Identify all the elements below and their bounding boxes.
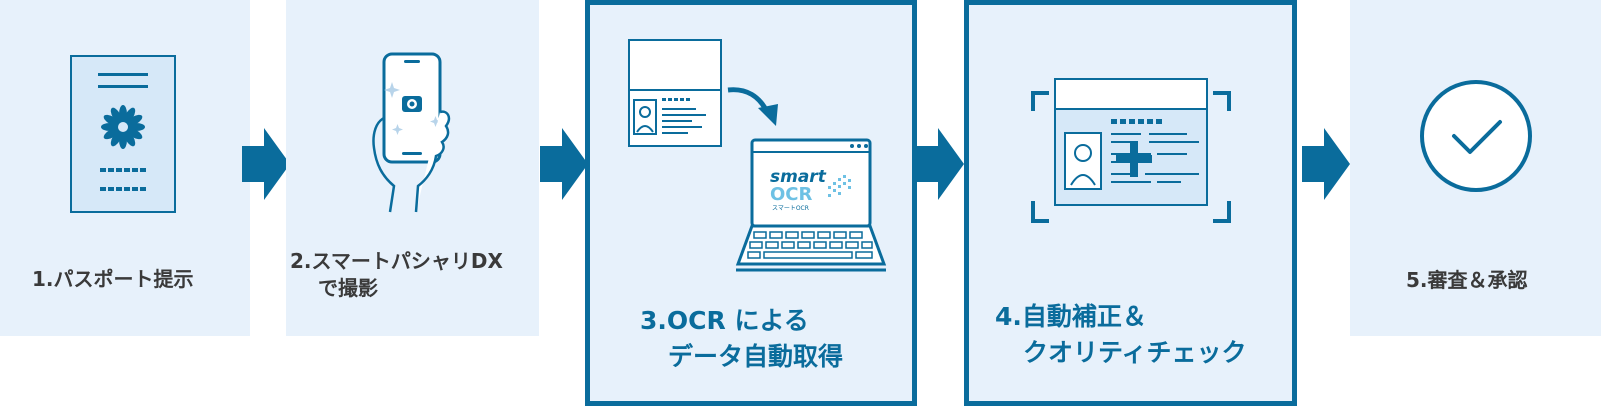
step-3-label-line1: 3.OCR による xyxy=(640,306,809,335)
laptop-ocr-icon: smart OCR スマートOCR xyxy=(628,39,887,272)
step-3-label: 3.OCR による データ自動取得 xyxy=(640,303,843,375)
step-2-label: 2.スマートパシャリDX で撮影 xyxy=(290,248,503,302)
step-2-label-line1: 2.スマートパシャリDX xyxy=(290,249,503,273)
step-2-panel: 2.スマートパシャリDX で撮影 xyxy=(286,0,539,336)
step-3-panel: smart OCR スマートOCR 3.OCR による データ自動取得 xyxy=(585,0,917,406)
step-4-label-line1: 4.自動補正＆ xyxy=(995,302,1147,331)
phone-hand-icon xyxy=(372,52,451,213)
passport-icon xyxy=(70,55,176,213)
document-correction-icon xyxy=(1031,78,1231,223)
step-4-label: 4.自動補正＆ クオリティチェック xyxy=(995,299,1247,371)
checkmark-circle-icon xyxy=(1420,80,1532,192)
arrow-right-icon xyxy=(540,128,588,200)
arrow-right-icon xyxy=(916,128,964,200)
step-5-label: 5.審査＆承認 xyxy=(1406,268,1528,292)
step-1-panel: 1.パスポート提示 xyxy=(0,0,250,336)
arrow-right-icon xyxy=(1302,128,1350,200)
step-4-panel: 4.自動補正＆ クオリティチェック xyxy=(964,0,1297,406)
logo-sub: スマートOCR xyxy=(772,205,809,212)
step-1-label: 1.パスポート提示 xyxy=(32,267,194,291)
arrow-right-icon xyxy=(242,128,290,200)
logo-word2: OCR xyxy=(770,184,813,205)
step-5-panel: 5.審査＆承認 xyxy=(1350,0,1601,336)
step-4-label-line2: クオリティチェック xyxy=(1023,338,1247,367)
step-3-label-line2: データ自動取得 xyxy=(668,342,844,371)
logo-word1: smart xyxy=(770,167,827,187)
step-2-label-line2: で撮影 xyxy=(318,276,378,300)
